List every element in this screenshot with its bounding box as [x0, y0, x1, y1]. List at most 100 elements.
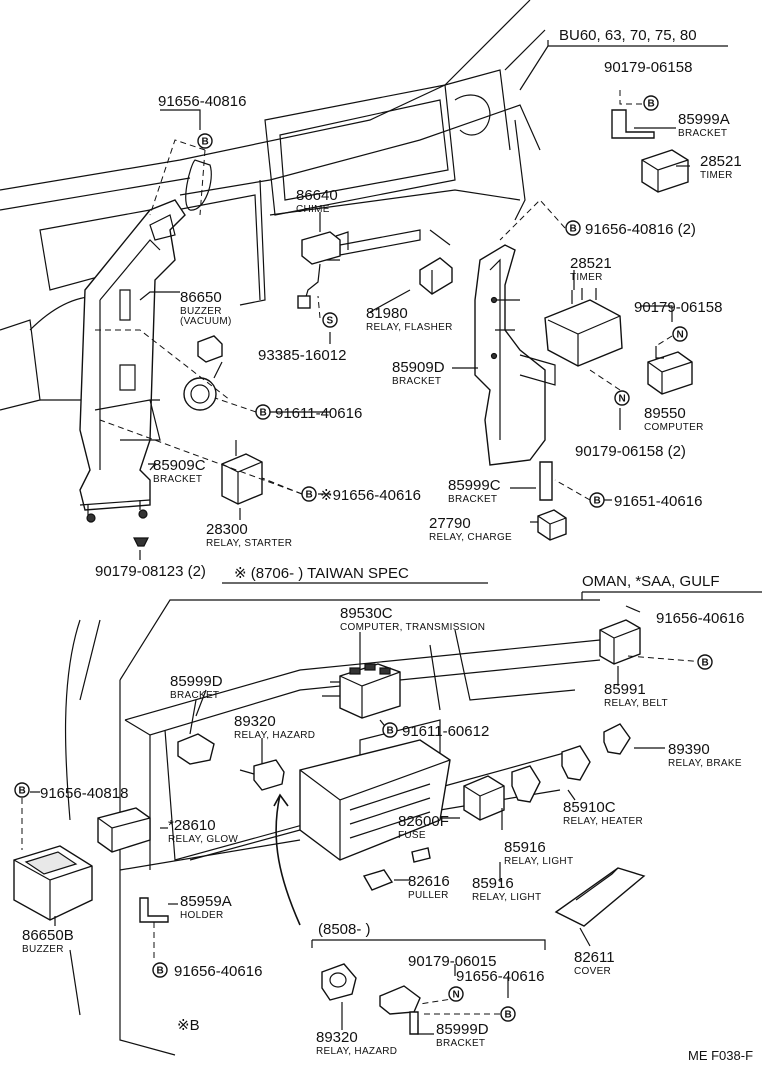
- part-desc-p-89390: RELAY, BRAKE: [668, 758, 742, 769]
- relay-hazard-89320-b-shape: [321, 963, 357, 1001]
- cover-82611-shape: [554, 867, 646, 927]
- bracket-85909d-drawing: [474, 244, 556, 466]
- part-desc-p-85909d: BRACKET: [392, 376, 441, 387]
- part-desc-p-89320-a: RELAY, HAZARD: [234, 730, 315, 741]
- part-number-p-81980: 81980: [366, 305, 408, 322]
- relay-flasher-81980-shape: [419, 257, 453, 295]
- part-desc-p-85999c: BRACKET: [448, 494, 497, 505]
- part-number-p-89550: 89550: [644, 405, 686, 422]
- part-number-p-85909d: 85909D: [392, 359, 445, 376]
- relay-light-85916-b-shape: [511, 765, 541, 803]
- relay-belt-85991-shape: [599, 605, 641, 665]
- svg-text:N: N: [453, 990, 460, 1001]
- marker-n: N: [614, 390, 630, 406]
- part-desc-p-89530c: COMPUTER, TRANSMISSION: [340, 622, 485, 633]
- marker-b: B: [382, 722, 398, 738]
- chime-86640-shape: [297, 231, 349, 309]
- svg-text:B: B: [505, 1010, 512, 1021]
- marker-b: B: [14, 782, 30, 798]
- part-number-p-85991: 85991: [604, 681, 646, 698]
- svg-text:N: N: [677, 330, 684, 341]
- fuse-small-shape: [411, 847, 431, 863]
- markers: B B B N S B N B B B B B B N B: [14, 95, 713, 1022]
- part-number-p-28300: 28300: [206, 521, 248, 538]
- bolt-90179-08123-shape: [133, 537, 149, 547]
- relay-heater-85910c-shape: [561, 745, 591, 781]
- part-desc-p-81980: RELAY, FLASHER: [366, 322, 453, 333]
- part-number-p-86650b: 86650B: [22, 927, 74, 944]
- part-number-p-91656-40816-a: 91656-40816: [158, 93, 246, 110]
- fuse-block-82600f-shape: [299, 739, 451, 861]
- part-number-p-85959a: 85959A: [180, 893, 232, 910]
- part-number-p-89530c: 89530C: [340, 605, 393, 622]
- timer-28521-mid-shape: [544, 288, 623, 367]
- part-number-p-27790: 27790: [429, 515, 471, 532]
- reference-code: ME F038-F: [688, 1048, 753, 1063]
- part-number-p-28610: *28610: [168, 817, 216, 834]
- part-desc-p-85999d-a: BRACKET: [170, 690, 219, 701]
- part-desc-p-85910c: RELAY, HEATER: [563, 816, 643, 827]
- part-number-p-91656-40616-b: 91656-40616: [656, 610, 744, 627]
- relay-glow-28610-shape: [97, 807, 151, 853]
- marker-b: B: [152, 962, 168, 978]
- svg-text:B: B: [570, 224, 577, 235]
- part-desc-p-85999a: BRACKET: [678, 128, 727, 139]
- part-number-p-89320-b: 89320: [316, 1029, 358, 1046]
- computer-89530c-shape: [322, 663, 401, 719]
- part-desc-p-82600f: FUSE: [398, 830, 426, 841]
- part-number-p-85909c: 85909C: [153, 457, 206, 474]
- part-number-p-91651-40616: 91651-40616: [614, 493, 702, 510]
- part-desc-p-86650-sub: (VACUUM): [180, 316, 232, 327]
- part-number-p-85916-b: 85916: [472, 875, 514, 892]
- part-number-p-89320-a: 89320: [234, 713, 276, 730]
- marker-b: B: [565, 220, 581, 236]
- part-number-p-28521-a: 28521: [700, 153, 742, 170]
- part-desc-p-28521-b: TIMER: [570, 272, 603, 283]
- lower-leaders: [21, 632, 706, 1035]
- marker-b: B: [500, 1006, 516, 1022]
- relay-light-85916-a-shape: [463, 775, 505, 821]
- marker-b: B: [255, 404, 271, 420]
- part-number-p-90179-06158-c: 90179-06158 (2): [575, 443, 686, 460]
- part-desc-p-85916-a: RELAY, LIGHT: [504, 856, 573, 867]
- part-number-p-91656-40616-c: 91656-40616: [174, 963, 262, 980]
- header-bu-rule: [547, 40, 728, 47]
- buzzer-86650-shape: [183, 335, 223, 411]
- svg-text:N: N: [619, 394, 626, 405]
- marker-s: S: [322, 312, 338, 328]
- part-number-p-85916-a: 85916: [504, 839, 546, 856]
- header-taiwan-spec: ※ (8706- ) TAIWAN SPEC: [234, 565, 409, 582]
- marker-b: B: [197, 133, 213, 149]
- header-oman: OMAN, *SAA, GULF: [582, 573, 720, 590]
- part-number-p-28521-b: 28521: [570, 255, 612, 272]
- relay-hazard-89320-a-shape: [239, 759, 285, 791]
- puller-82616-shape: [362, 869, 394, 891]
- part-number-p-85999a: 85999A: [678, 111, 730, 128]
- marker-b: B: [697, 654, 713, 670]
- header-bu-leader: [519, 45, 549, 91]
- part-number-p-90179-06158-b: 90179-06158: [634, 299, 722, 316]
- relay-brake-89390-shape: [603, 723, 631, 755]
- bracket-85999d-b-shape: [379, 985, 421, 1035]
- svg-text:B: B: [594, 496, 601, 507]
- part-number-p-90179-06158-a: 90179-06158: [604, 59, 692, 76]
- range-8508-rule: [311, 939, 546, 950]
- part-desc-p-27790: RELAY, CHARGE: [429, 532, 512, 543]
- part-number-p-86650: 86650: [180, 289, 222, 306]
- part-desc-p-28521-a: TIMER: [700, 170, 733, 181]
- part-number-p-85999d-b: 85999D: [436, 1021, 489, 1038]
- buzzer-86650b-shape: [13, 845, 93, 921]
- dashboard-outline: [0, 0, 546, 411]
- part-desc-p-89550: COMPUTER: [644, 422, 704, 433]
- part-number-p-82600f: 82600F: [398, 813, 449, 830]
- svg-text:B: B: [702, 658, 709, 669]
- header-oman-rule: [581, 591, 762, 600]
- part-desc-p-86650: BUZZER: [180, 306, 222, 317]
- svg-text:B: B: [202, 137, 209, 148]
- part-desc-p-89320-b: RELAY, HAZARD: [316, 1046, 397, 1057]
- arrow-shape: [273, 793, 301, 926]
- svg-text:B: B: [387, 726, 394, 737]
- part-number-p-82616: 82616: [408, 873, 450, 890]
- svg-text:B: B: [306, 490, 313, 501]
